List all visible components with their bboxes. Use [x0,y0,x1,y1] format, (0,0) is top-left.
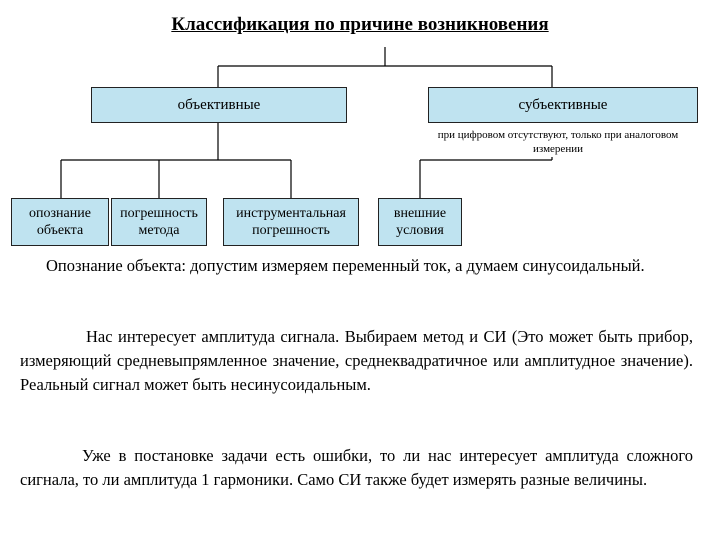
instrumental-error-box: инструментальная погрешность [223,198,359,246]
instrumental-error-label: инструментальная погрешность [236,206,346,238]
subjective-box: субъективные [428,87,698,123]
objective-box: объективные [91,87,347,123]
paragraph-problem: Уже в постановке задачи есть ошибки, то … [20,446,693,489]
recognition-label: опознание объекта [29,206,91,238]
external-conditions-box: внешние условия [378,198,462,246]
method-error-box: погрешность метода [111,198,207,246]
external-conditions-label: внешние условия [393,206,447,238]
recognition-box: опознание объекта [11,198,109,246]
subjective-label: субъективные [518,97,608,113]
subjective-note: при цифровом отсутствуют, только при ана… [437,129,679,155]
paragraph-amplitude: Нас интересует амплитуда сигнала. Выбира… [20,327,693,394]
objective-label: объективные [177,97,261,113]
paragraph-recognition: Опознание объекта: допустим измеряем пер… [46,256,645,275]
diagram-title: Классификация по причине возникновения [171,14,549,35]
method-error-label: погрешность метода [120,206,198,238]
